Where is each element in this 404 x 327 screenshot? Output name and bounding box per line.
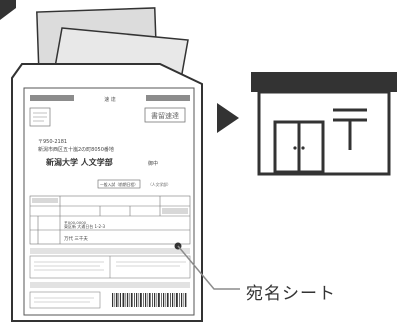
entry-type-box: 一般入試（前期日程）: [100, 182, 138, 187]
urgent-stamp-text: 書留速達: [151, 111, 179, 120]
recipient-honorific: 御中: [148, 160, 158, 167]
sheet-header-text: 速 達: [104, 96, 116, 103]
right-arrow-icon: [217, 103, 239, 133]
postal-mark-icon: [333, 108, 367, 150]
callout-label: 宛名シート: [246, 284, 336, 304]
applicant-table: [29, 195, 191, 245]
recipient-name: 新潟大学 人文学部: [46, 157, 113, 167]
applicant-name: 万代 三千夫: [64, 235, 88, 242]
postal-code: 〒950-2181: [38, 139, 67, 145]
urgent-stamp-box: [144, 107, 186, 123]
applicant-postal-code: 〒000-0000: [64, 220, 87, 225]
post-office-icon: [251, 72, 397, 176]
callout-leader: [174, 242, 240, 290]
address-sheet: 速 達 書留速達 〒950-2181 新潟市西区五十嵐2の町8050番地 新潟大…: [23, 87, 195, 316]
applicant-address: 東区新 大通日台 1-2-3: [64, 223, 106, 229]
right-arrow-icon: [0, 0, 16, 20]
entry-type-note: （人文学部）: [148, 182, 171, 187]
barcode: [112, 293, 187, 307]
recipient-address: 新潟市西区五十嵐2の町8050番地: [38, 146, 114, 153]
